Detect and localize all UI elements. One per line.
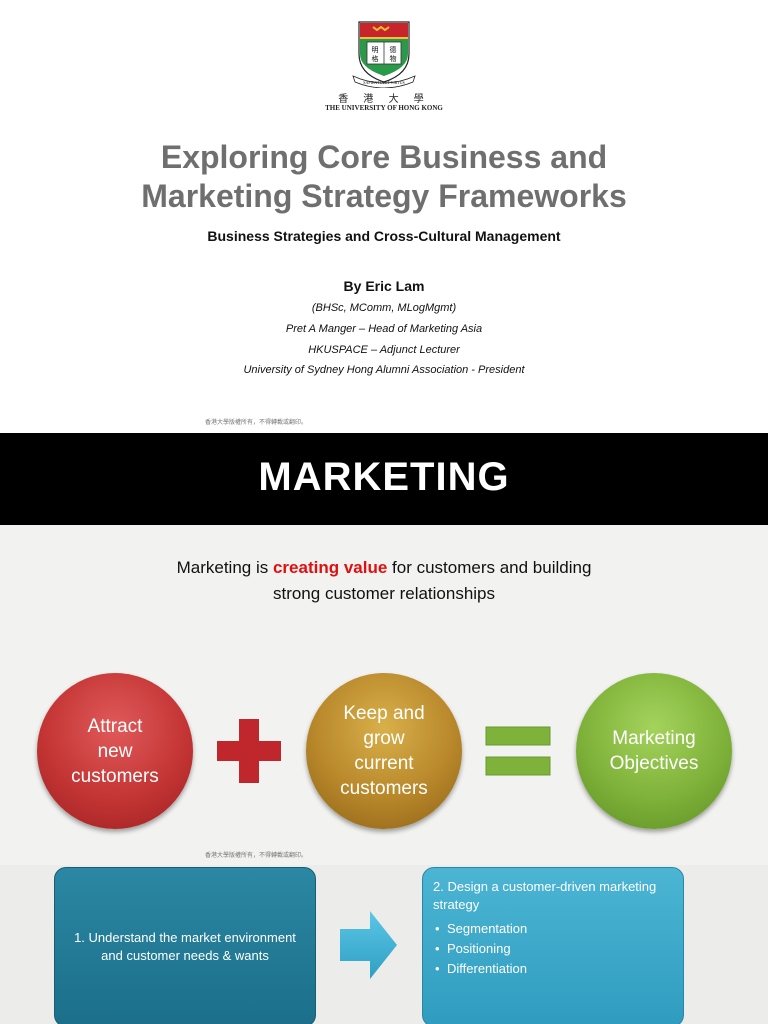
banner-title: MARKETING xyxy=(258,455,510,499)
circle-label: Attract xyxy=(87,715,143,737)
svg-text:SAPIENTIA ET VIRTUS: SAPIENTIA ET VIRTUS xyxy=(363,80,404,85)
author-credential: University of Sydney Hong Alumni Associa… xyxy=(243,364,525,376)
definition-highlight: creating value xyxy=(272,558,388,577)
attract-customers-circle: Attract new customers xyxy=(37,673,193,829)
author-credential: (BHSc, MComm, MLogMgmt) xyxy=(311,302,457,314)
definition-text-line-2: strong customer relationships xyxy=(272,584,496,603)
copyright-notice: 香港大學版權所有，不得轉載或翻印。 xyxy=(205,419,308,426)
circle-label: current xyxy=(354,753,414,774)
definition-text: for customers and building xyxy=(387,558,592,577)
circle-label: customers xyxy=(71,765,159,787)
presentation-subtitle: Business Strategies and Cross-Cultural M… xyxy=(207,228,561,244)
list-item: Segmentation xyxy=(433,920,673,938)
right-arrow-icon xyxy=(340,911,397,979)
circle-label: Keep and xyxy=(343,703,425,724)
hku-crest-icon: 明 德 格 物 SAPIENTIA ET VIRTUS xyxy=(352,21,416,88)
author-credential: Pret A Manger – Head of Marketing Asia xyxy=(285,323,483,335)
marketing-objectives-circle: Marketing Objectives xyxy=(576,673,732,829)
svg-text:明: 明 xyxy=(372,46,379,54)
step-design-strategy-box: 2. Design a customer-driven marketing st… xyxy=(422,867,684,1024)
step-understand-market-box: 1. Understand the market environment and… xyxy=(54,867,316,1024)
plus-icon xyxy=(217,719,281,783)
circle-label: Marketing xyxy=(612,728,696,749)
author-name: By Eric Lam xyxy=(343,278,425,294)
marketing-process-slide: 1. Understand the market environment and… xyxy=(0,865,768,1024)
svg-text:格: 格 xyxy=(372,54,379,63)
svg-text:物: 物 xyxy=(390,54,397,63)
strategy-list: Segmentation Positioning Differentiation xyxy=(433,920,673,978)
university-name-chinese: 香 港 大 學 xyxy=(338,94,430,105)
marketing-definition: Marketing is creating value for customer… xyxy=(0,555,768,607)
equals-icon xyxy=(485,726,551,776)
circle-label: customers xyxy=(340,778,428,799)
circle-label: grow xyxy=(363,728,405,749)
marketing-banner: MARKETING xyxy=(0,433,768,525)
step-2-title: 2. Design a customer-driven marketing st… xyxy=(433,879,657,912)
list-item: Positioning xyxy=(433,940,673,958)
circle-label: Objectives xyxy=(609,753,699,774)
author-credential: HKUSPACE – Adjunct Lecturer xyxy=(308,344,460,356)
title-line-1: Exploring Core Business and xyxy=(160,139,608,175)
circle-label: new xyxy=(97,740,133,762)
step-1-text: 1. Understand the market environment and… xyxy=(74,930,296,963)
marketing-slide: MARKETING Marketing is creating value fo… xyxy=(0,433,768,865)
university-name-english: THE UNIVERSITY OF HONG KONG xyxy=(325,104,443,112)
definition-text: Marketing is xyxy=(176,558,273,577)
copyright-notice: 香港大學版權所有，不得轉載或翻印。 xyxy=(205,852,308,859)
title-line-2: Marketing Strategy Frameworks xyxy=(141,178,627,214)
presentation-title: Exploring Core Business and Marketing St… xyxy=(0,138,768,216)
list-item: Differentiation xyxy=(433,960,673,978)
svg-text:德: 德 xyxy=(390,45,397,54)
keep-grow-customers-circle: Keep and grow current customers xyxy=(306,673,462,829)
title-slide: 明 德 格 物 SAPIENTIA ET VIRTUS 香 港 大 學 THE … xyxy=(0,0,768,433)
